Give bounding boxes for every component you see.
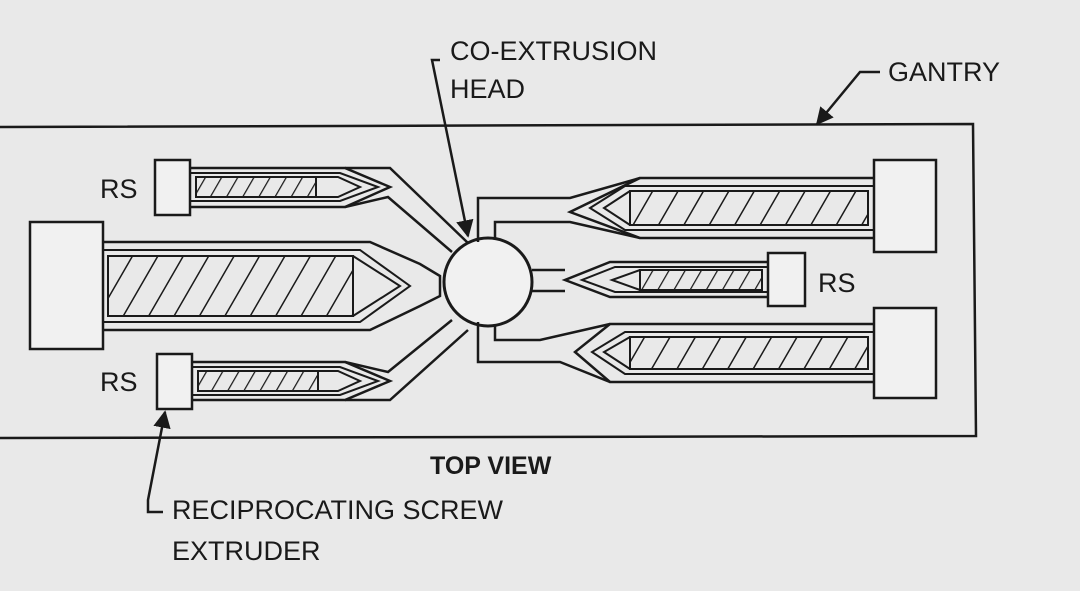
extruder-block-bottom-right [872, 306, 938, 400]
main-extruder-block-left [28, 220, 105, 351]
feed-line-middle-right [532, 268, 565, 293]
gantry-label: GANTRY [888, 57, 1000, 87]
rs-block-right [766, 251, 807, 308]
extruder-leader [146, 410, 171, 514]
feed-line-top-left [344, 166, 469, 253]
rs-label-bottom-left: RS [100, 367, 138, 397]
coextrusion-head [442, 236, 534, 328]
gantry-frame [0, 122, 978, 440]
top-view-title: TOP VIEW [430, 452, 552, 480]
screw-barrel-bottom-right [573, 322, 874, 384]
coextrusion-head-leader [430, 58, 474, 238]
screw-barrel-middle-right [561, 260, 768, 299]
screw-barrel-main-left [103, 240, 442, 332]
gantry-leader [815, 70, 880, 126]
rs-block-top-left [153, 158, 192, 217]
extruder-label-line1: RECIPROCATING SCREW [172, 495, 504, 525]
coextrusion-head-label-line2: HEAD [450, 74, 525, 104]
screw-barrel-top-right [566, 176, 874, 240]
coextrusion-head-label-line1: CO-EXTRUSION [450, 36, 657, 66]
rs-block-bottom-left [155, 352, 194, 411]
screw-barrel-bottom-left [192, 360, 394, 402]
extruder-block-top-right [872, 158, 938, 254]
rs-label-right: RS [818, 268, 856, 298]
feed-line-bottom-left [344, 319, 469, 402]
feed-line-bottom-right [476, 322, 611, 384]
screw-barrel-top-left [190, 166, 394, 209]
feed-line-top-right [476, 176, 641, 242]
extruder-label-line2: EXTRUDER [172, 536, 321, 566]
rs-label-top-left: RS [100, 174, 138, 204]
